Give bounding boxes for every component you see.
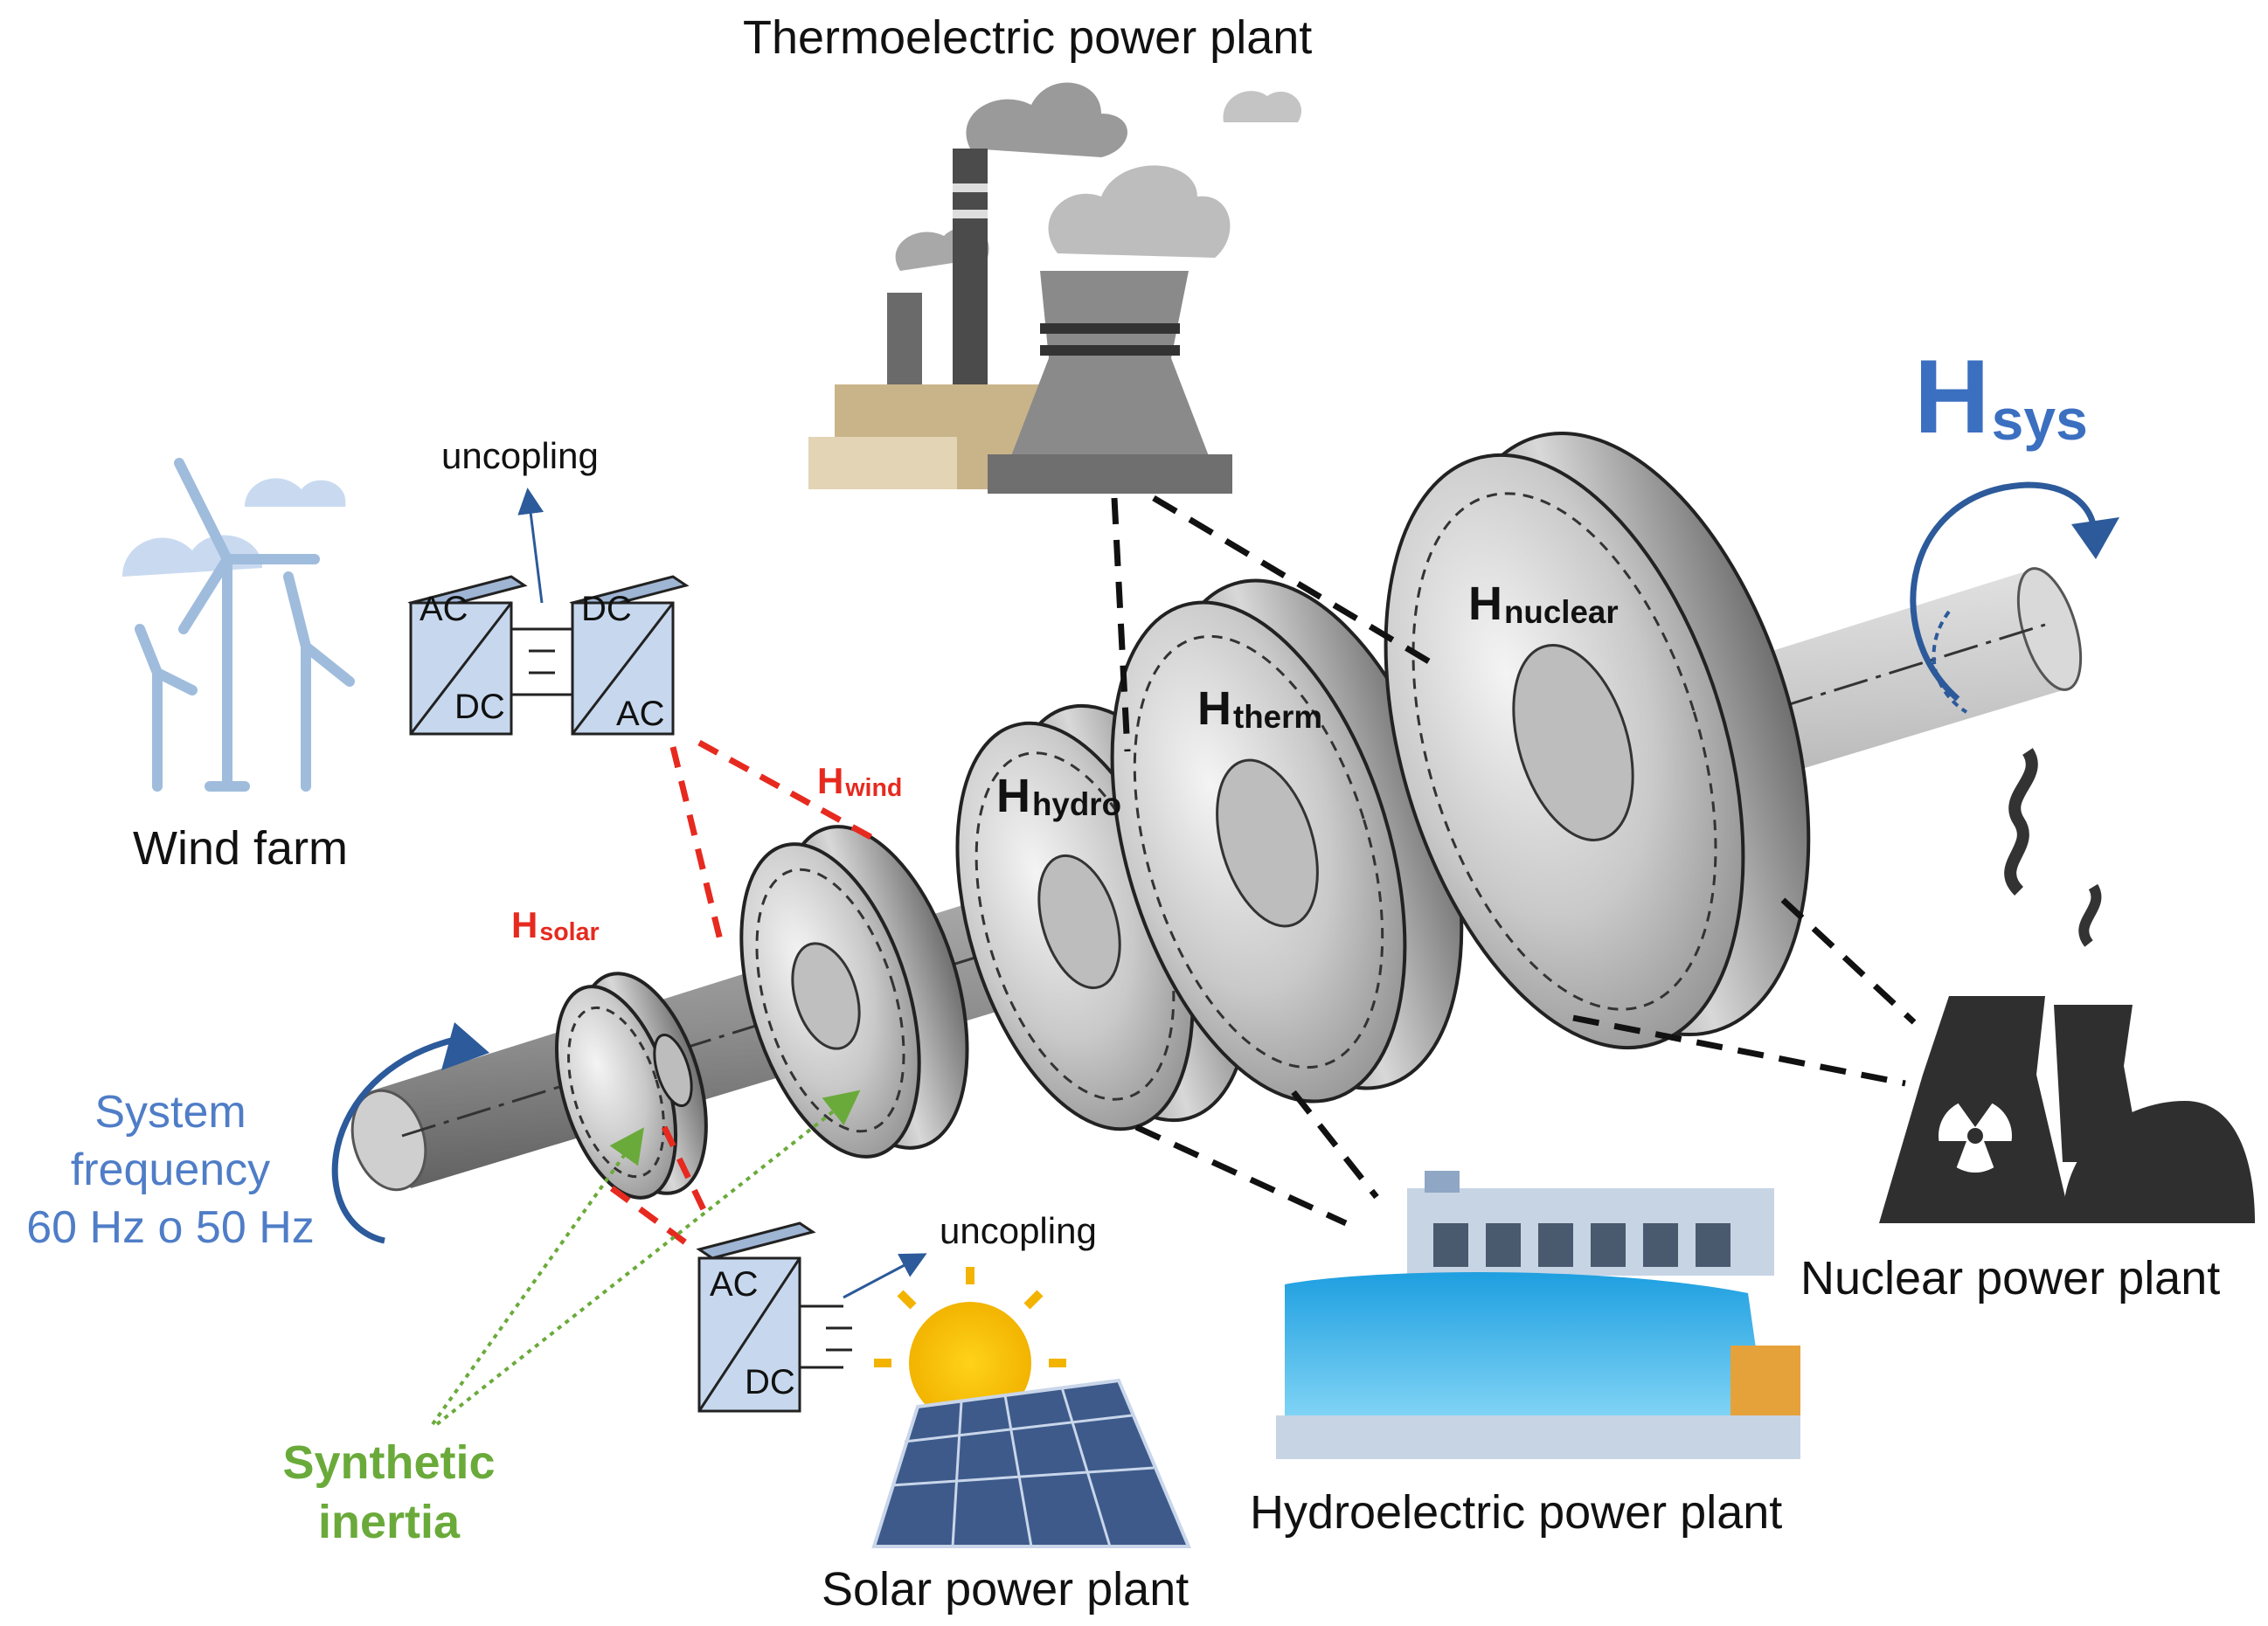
system-frequency-line-2: frequency	[70, 1145, 271, 1195]
nuclear-plant-icon	[1879, 748, 2255, 1223]
system-frequency-line-3: 60 Hz o 50 Hz	[26, 1202, 315, 1253]
rotation-arrow-left	[331, 1022, 489, 1244]
solar-decoupling-label: uncopling	[940, 1210, 1097, 1251]
h-therm-label: Htherm	[1197, 682, 1323, 736]
hydroelectric-plant-icon	[1276, 1171, 1800, 1459]
system-frequency-line-1: System	[94, 1087, 246, 1138]
converter-wind	[407, 488, 690, 736]
wind-farm-label: Wind farm	[133, 822, 349, 875]
synthetic-inertia-line-1: Synthetic	[282, 1436, 496, 1489]
wind-farm-icon	[122, 458, 355, 792]
converter-solar	[696, 1221, 927, 1413]
h-wind-label: Hwind	[817, 760, 903, 803]
thermoelectric-plant-label: Thermoelectric power plant	[743, 11, 1313, 64]
disk-wind	[739, 825, 969, 1159]
disk-nuclear	[1384, 431, 1811, 1050]
h-hydro-label: Hhydro	[996, 770, 1121, 823]
system-frequency-label: System frequency 60 Hz o 50 Hz	[0, 1083, 341, 1256]
solar-plant-label: Solar power plant	[822, 1563, 1189, 1616]
synthetic-inertia-line-2: inertia	[317, 1496, 461, 1548]
nuclear-plant-label: Nuclear power plant	[1800, 1252, 2221, 1304]
wind-converter-1-dc: DC	[454, 688, 505, 726]
wind-decoupling-label: uncopling	[441, 435, 599, 476]
solar-plant-icon	[871, 1267, 1192, 1548]
thermoelectric-plant-icon	[808, 82, 1302, 494]
solar-converter-dc: DC	[745, 1363, 795, 1401]
solar-converter-ac: AC	[710, 1265, 759, 1304]
disk-therm	[1110, 578, 1464, 1104]
h-solar-label: Hsolar	[511, 904, 600, 947]
synthetic-inertia-arrows	[431, 1090, 861, 1426]
wind-converter-2-ac: AC	[616, 695, 665, 733]
renewable-link-lines	[609, 739, 876, 1252]
disk-solar	[554, 972, 708, 1200]
wind-converter-1-ac: AC	[420, 590, 468, 628]
rotation-arrow-right	[1910, 481, 2119, 714]
conventional-link-lines	[1111, 495, 1917, 1227]
h-nuclear-label: Hnuclear	[1468, 578, 1619, 631]
wind-converter-2-dc: DC	[581, 590, 632, 628]
hydroelectric-plant-label: Hydroelectric power plant	[1250, 1486, 1783, 1539]
h-sys-label: Hsys	[1914, 338, 2088, 455]
synthetic-inertia-label: Synthetic inertia	[236, 1433, 542, 1552]
